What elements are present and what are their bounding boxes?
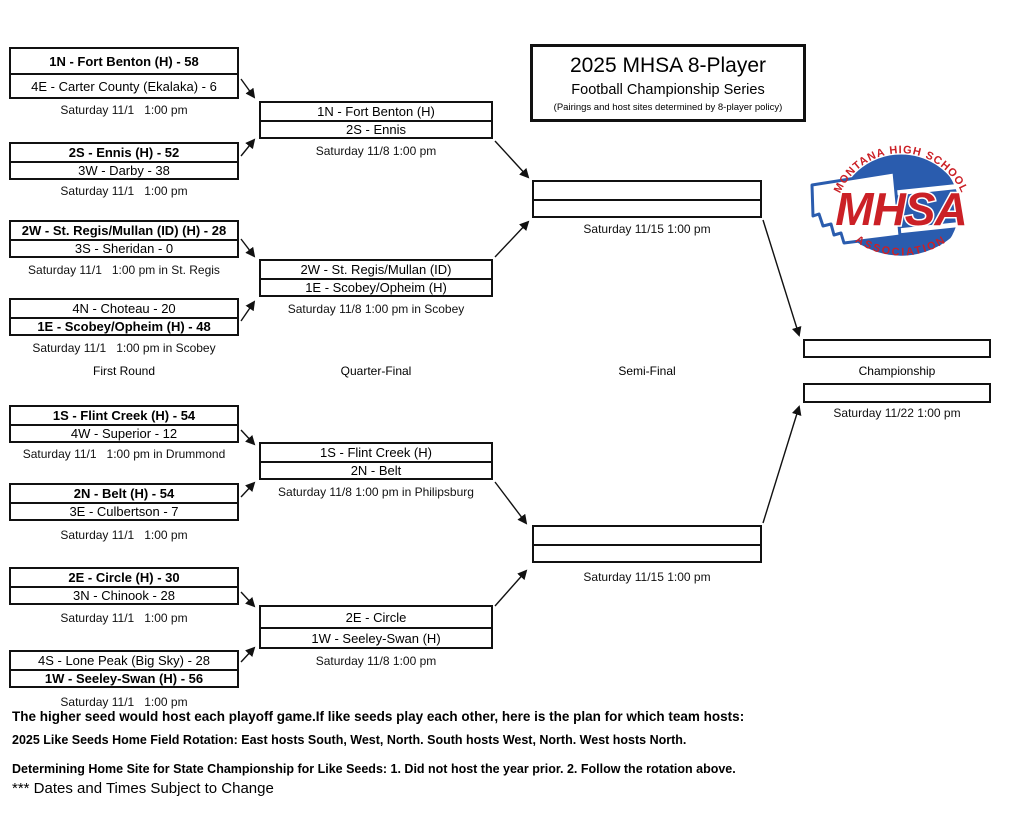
- team-slot: 3W - Darby - 38: [11, 161, 237, 178]
- quarter-final-match-1: 1N - Fort Benton (H) 2S - Ennis: [259, 101, 493, 139]
- round-label-championship: Championship: [858, 364, 936, 378]
- championship-finalist-slot-bottom: [803, 383, 991, 403]
- round-label-semi-final: Semi-Final: [618, 364, 676, 378]
- page-title: 2025 MHSA 8-Player: [569, 54, 767, 77]
- team-slot: 1E - Scobey/Opheim (H) - 48: [11, 317, 237, 334]
- quarter-final-match-3: 1S - Flint Creek (H) 2N - Belt: [259, 442, 493, 480]
- team-slot: 4S - Lone Peak (Big Sky) - 28: [11, 652, 237, 669]
- match-date: Saturday 11/8 1:00 pm: [315, 144, 437, 158]
- first-round-match-1: 1N - Fort Benton (H) - 58 4E - Carter Co…: [9, 47, 239, 99]
- first-round-match-7: 2E - Circle (H) - 30 3N - Chinook - 28: [9, 567, 239, 605]
- note-dates-subject-to-change: *** Dates and Times Subject to Change: [12, 780, 274, 797]
- empty-team-slot: [534, 527, 760, 544]
- team-slot: 2W - St. Regis/Mullan (ID): [261, 261, 491, 278]
- match-date: Saturday 11/8 1:00 pm: [315, 654, 437, 668]
- team-slot: 2W - St. Regis/Mullan (ID) (H) - 28: [11, 222, 237, 239]
- title-box: 2025 MHSA 8-Player Football Championship…: [530, 44, 806, 122]
- empty-team-slot: [534, 182, 760, 199]
- note-championship-host: Determining Home Site for State Champion…: [12, 762, 736, 776]
- team-slot: 1S - Flint Creek (H): [261, 444, 491, 461]
- empty-team-slot: [534, 544, 760, 561]
- note-seed-rotation: 2025 Like Seeds Home Field Rotation: Eas…: [12, 733, 687, 747]
- first-round-match-4: 4N - Choteau - 20 1E - Scobey/Opheim (H)…: [9, 298, 239, 336]
- match-date: Saturday 11/1 1:00 pm: [60, 611, 188, 625]
- championship-finalist-slot-top: [803, 339, 991, 358]
- match-date: Saturday 11/1 1:00 pm: [60, 695, 188, 709]
- first-round-match-6: 2N - Belt (H) - 54 3E - Culbertson - 7: [9, 483, 239, 521]
- match-date: Saturday 11/1 1:00 pm in Scobey: [32, 341, 216, 355]
- first-round-match-8: 4S - Lone Peak (Big Sky) - 28 1W - Seele…: [9, 650, 239, 688]
- quarter-final-match-2: 2W - St. Regis/Mullan (ID) 1E - Scobey/O…: [259, 259, 493, 297]
- team-slot: 2E - Circle (H) - 30: [11, 569, 237, 586]
- logo-main-text: MHSA: [835, 183, 966, 235]
- team-slot: 2S - Ennis (H) - 52: [11, 144, 237, 161]
- page-subtitle: Football Championship Series: [571, 82, 765, 98]
- team-slot: 3S - Sheridan - 0: [11, 239, 237, 256]
- team-slot: 2S - Ennis: [261, 120, 491, 137]
- semi-final-match-1: [532, 180, 762, 218]
- match-date: Saturday 11/1 1:00 pm: [60, 103, 188, 117]
- team-slot: 1N - Fort Benton (H): [261, 103, 491, 120]
- match-date: Saturday 11/22 1:00 pm: [833, 406, 961, 420]
- quarter-final-match-4: 2E - Circle 1W - Seeley-Swan (H): [259, 605, 493, 649]
- note-hosting-rule: The higher seed would host each playoff …: [12, 709, 745, 724]
- team-slot: 2E - Circle: [261, 607, 491, 627]
- match-date: Saturday 11/1 1:00 pm: [60, 528, 188, 542]
- first-round-match-3: 2W - St. Regis/Mullan (ID) (H) - 28 3S -…: [9, 220, 239, 258]
- match-date: Saturday 11/1 1:00 pm in Drummond: [22, 447, 226, 461]
- round-label-quarter-final: Quarter-Final: [340, 364, 412, 378]
- first-round-match-2: 2S - Ennis (H) - 52 3W - Darby - 38: [9, 142, 239, 180]
- match-date: Saturday 11/1 1:00 pm in St. Regis: [28, 263, 220, 277]
- team-slot: 3N - Chinook - 28: [11, 586, 237, 603]
- team-slot: 2N - Belt (H) - 54: [11, 485, 237, 502]
- semi-final-match-2: [532, 525, 762, 563]
- team-slot: 1N - Fort Benton (H) - 58: [11, 49, 237, 73]
- team-slot: 4W - Superior - 12: [11, 424, 237, 441]
- empty-team-slot: [534, 199, 760, 216]
- round-label-first-round: First Round: [92, 364, 156, 378]
- team-slot: 2N - Belt: [261, 461, 491, 478]
- page-subnote: (Pairings and host sites determined by 8…: [553, 102, 783, 113]
- first-round-match-5: 1S - Flint Creek (H) - 54 4W - Superior …: [9, 405, 239, 443]
- match-date: Saturday 11/8 1:00 pm in Scobey: [287, 302, 465, 316]
- match-date: Saturday 11/8 1:00 pm in Philipsburg: [278, 485, 474, 499]
- team-slot: 1W - Seeley-Swan (H): [261, 627, 491, 647]
- match-date: Saturday 11/1 1:00 pm: [60, 184, 188, 198]
- team-slot: 1W - Seeley-Swan (H) - 56: [11, 669, 237, 686]
- team-slot: 4N - Choteau - 20: [11, 300, 237, 317]
- mhsa-logo: MONTANA HIGH SCHOOL ASSOCIATION MHSA: [806, 139, 994, 270]
- match-date: Saturday 11/15 1:00 pm: [583, 570, 711, 584]
- connector-arrow-group: [240, 78, 802, 663]
- team-slot: 1S - Flint Creek (H) - 54: [11, 407, 237, 424]
- team-slot: 4E - Carter County (Ekalaka) - 6: [11, 73, 237, 97]
- team-slot: 1E - Scobey/Opheim (H): [261, 278, 491, 295]
- match-date: Saturday 11/15 1:00 pm: [583, 222, 711, 236]
- montana-state-outline-icon: [810, 170, 902, 245]
- team-slot: 3E - Culbertson - 7: [11, 502, 237, 519]
